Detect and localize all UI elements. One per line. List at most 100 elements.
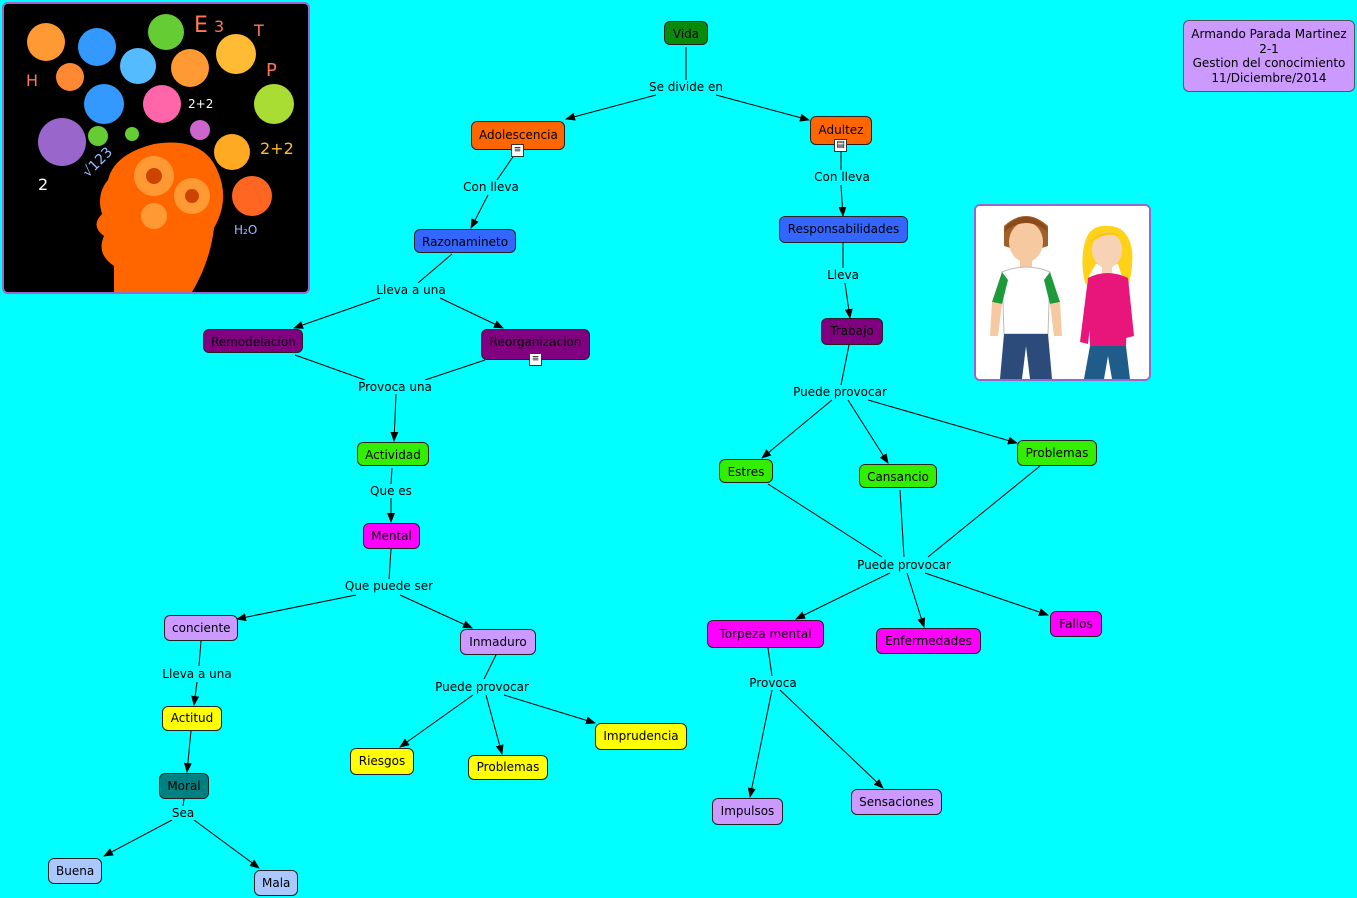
concept-buena[interactable]: Buena	[48, 858, 102, 884]
link-arrow	[193, 819, 260, 869]
svg-text:H₂O: H₂O	[234, 223, 257, 237]
concept-problemas-left[interactable]: Problemas	[468, 755, 548, 780]
link-label: Con lleva	[813, 170, 871, 184]
link-label: Lleva a una	[375, 283, 447, 297]
document-icon[interactable]: ≡	[511, 144, 524, 157]
link-arrow	[439, 297, 504, 329]
concept-enfermedades[interactable]: Enfermedades	[876, 628, 981, 654]
concept-actividad[interactable]: Actividad	[357, 442, 429, 466]
svg-text:T: T	[253, 21, 264, 40]
concept-imprudencia[interactable]: Imprudencia	[595, 723, 687, 750]
concept-sensaciones[interactable]: Sensaciones	[851, 789, 942, 815]
link-line	[294, 354, 366, 381]
brain-science-illustration: E 3 T P H 2+2 2+2 2 √123 H₂O	[26, 13, 294, 292]
video-icon[interactable]: ▤	[834, 139, 847, 152]
link-label: Se divide en	[647, 80, 725, 94]
svg-text:2+2: 2+2	[260, 139, 294, 158]
link-line	[182, 798, 185, 807]
link-line	[927, 465, 1041, 558]
link-arrow	[906, 572, 926, 628]
link-label: Puede provocar	[434, 680, 530, 694]
link-label: Provoca una	[357, 380, 433, 394]
link-line	[767, 647, 773, 677]
link-arrow	[761, 399, 833, 459]
link-arrow	[795, 572, 891, 620]
link-arrow	[747, 689, 773, 798]
link-arrow	[399, 594, 473, 629]
concept-estres[interactable]: Estres	[719, 459, 773, 483]
link-label: Con lleva	[462, 180, 520, 194]
teen-couple-illustration	[976, 206, 1149, 379]
link-arrow	[399, 694, 474, 748]
link-arrow	[103, 819, 173, 857]
link-label: Que es	[369, 484, 413, 498]
svg-text:P: P	[266, 60, 277, 81]
link-arrow	[293, 297, 381, 329]
svg-text:2+2: 2+2	[188, 97, 213, 111]
link-arrow	[847, 399, 889, 464]
link-line	[899, 489, 905, 558]
link-label: Que puede ser	[343, 579, 435, 593]
link-label: Provoca	[748, 676, 798, 690]
concept-actitud[interactable]: Actitud	[162, 706, 222, 731]
concept-riesgos[interactable]: Riesgos	[350, 748, 414, 775]
link-arrow	[470, 194, 489, 229]
link-line	[483, 654, 497, 680]
concept-vida[interactable]: Vida	[664, 21, 708, 45]
link-line	[390, 467, 393, 485]
svg-text:H: H	[26, 71, 38, 90]
concept-trabajo[interactable]: Trabajo	[821, 318, 883, 345]
link-label: Sea	[170, 806, 196, 820]
course-name: Gestion del conocimiento	[1192, 56, 1346, 70]
link-arrow	[183, 730, 192, 773]
author-name: Armando Parada Martinez	[1191, 27, 1347, 41]
link-arrow	[838, 184, 847, 217]
link-label: Lleva	[826, 268, 860, 282]
concept-conciente[interactable]: conciente	[164, 615, 238, 641]
link-line	[767, 483, 883, 558]
concept-cansancio[interactable]: Cansancio	[859, 464, 937, 488]
document-icon[interactable]: ≡	[529, 353, 542, 366]
link-arrow	[867, 399, 1018, 445]
concept-moral[interactable]: Moral	[159, 773, 209, 799]
link-arrow	[191, 681, 200, 706]
link-line	[417, 253, 453, 284]
link-line	[840, 344, 850, 386]
concept-mental[interactable]: Mental	[363, 523, 420, 549]
concept-responsabilidades[interactable]: Responsabilidades	[779, 216, 908, 243]
concept-impulsos[interactable]: Impulsos	[712, 798, 783, 825]
concept-razonamineto[interactable]: Razonamineto	[414, 229, 516, 253]
svg-text:2: 2	[38, 175, 48, 194]
link-arrow	[844, 282, 853, 319]
link-label: Puede provocar	[856, 558, 952, 572]
concept-problemas-right[interactable]: Problemas	[1017, 440, 1097, 466]
svg-text:E: E	[194, 13, 208, 38]
link-arrow	[236, 594, 357, 622]
author-info-box[interactable]: Armando Parada Martinez 2-1 Gestion del …	[1183, 20, 1355, 92]
teen-couple-image[interactable]	[974, 204, 1151, 381]
concept-reorganizacion[interactable]: Reorganizacion	[481, 329, 590, 360]
link-label: Puede provocar	[792, 385, 888, 399]
concept-remodelacion[interactable]: Remodelacion	[203, 329, 303, 353]
link-arrow	[779, 689, 884, 789]
concept-fallos[interactable]: Fallos	[1050, 611, 1102, 637]
link-arrow	[715, 94, 810, 122]
brain-science-image[interactable]: E 3 T P H 2+2 2+2 2 √123 H₂O	[2, 2, 310, 294]
concept-mala[interactable]: Mala	[254, 870, 298, 896]
link-line	[198, 640, 202, 667]
link-label: Lleva a una	[161, 667, 233, 681]
svg-text:3: 3	[214, 17, 224, 36]
link-arrow	[565, 94, 657, 121]
link-arrow	[924, 572, 1049, 616]
date-text: 11/Diciembre/2014	[1211, 70, 1327, 85]
link-arrow	[503, 694, 596, 725]
link-line	[424, 359, 486, 381]
concept-torpeza-mental[interactable]: Torpeza mental	[707, 620, 824, 648]
link-arrow	[390, 393, 399, 442]
link-arrow	[485, 694, 504, 755]
link-line	[388, 548, 392, 581]
concept-inmaduro[interactable]: Inmaduro	[460, 629, 536, 655]
author-group: 2-1	[1259, 41, 1279, 56]
